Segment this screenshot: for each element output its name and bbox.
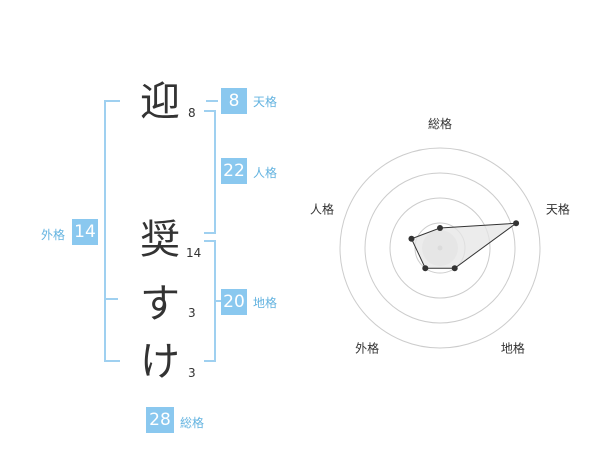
radar-point-3 <box>451 265 458 272</box>
radar-axis-label: 外格 <box>355 340 379 355</box>
jinkaku-value: 22 <box>221 158 247 184</box>
name-char-2: 奨 <box>140 217 180 263</box>
tenkaku-label: 天格 <box>253 95 278 109</box>
radar-point-2 <box>513 220 520 227</box>
tenkaku-value: 8 <box>221 88 247 114</box>
chikaku-connector <box>216 300 222 302</box>
gaikaku-label: 外格 <box>41 228 66 242</box>
radar-ring <box>389 197 491 299</box>
stroke-count-3: 3 <box>188 306 196 320</box>
gaikaku-value: 14 <box>72 219 98 245</box>
radar-point-5 <box>408 235 415 242</box>
soukaku-value: 28 <box>146 407 174 433</box>
stroke-count-1: 8 <box>188 106 196 120</box>
radar-point-1 <box>437 225 443 231</box>
chikaku-bracket <box>204 240 216 362</box>
stroke-count-2: 14 <box>186 246 202 260</box>
tenkaku-bracket <box>206 100 218 102</box>
gaikaku-bracket-tick <box>104 298 118 300</box>
name-char-4: け <box>140 339 180 385</box>
stroke-count-4: 3 <box>188 366 196 380</box>
name-char-3: す <box>140 281 180 327</box>
name-char-1: 迎 <box>140 79 180 125</box>
radar-ring <box>339 147 541 349</box>
jinkaku-label: 人格 <box>253 166 278 180</box>
radar-axis-label: 地格 <box>501 340 525 355</box>
radar-series-polygon <box>410 222 518 269</box>
chikaku-value: 20 <box>221 289 247 315</box>
radar-axis-label: 総格 <box>428 116 452 131</box>
gaikaku-bracket <box>104 100 120 362</box>
jinkaku-bracket <box>204 110 216 234</box>
radar-axis-label: 人格 <box>310 202 334 217</box>
radar-point-4 <box>422 265 429 272</box>
soukaku-label: 総格 <box>180 416 205 430</box>
radar-ring <box>364 172 516 324</box>
chikaku-label: 地格 <box>253 296 278 310</box>
radar-axis-label: 天格 <box>546 202 570 217</box>
